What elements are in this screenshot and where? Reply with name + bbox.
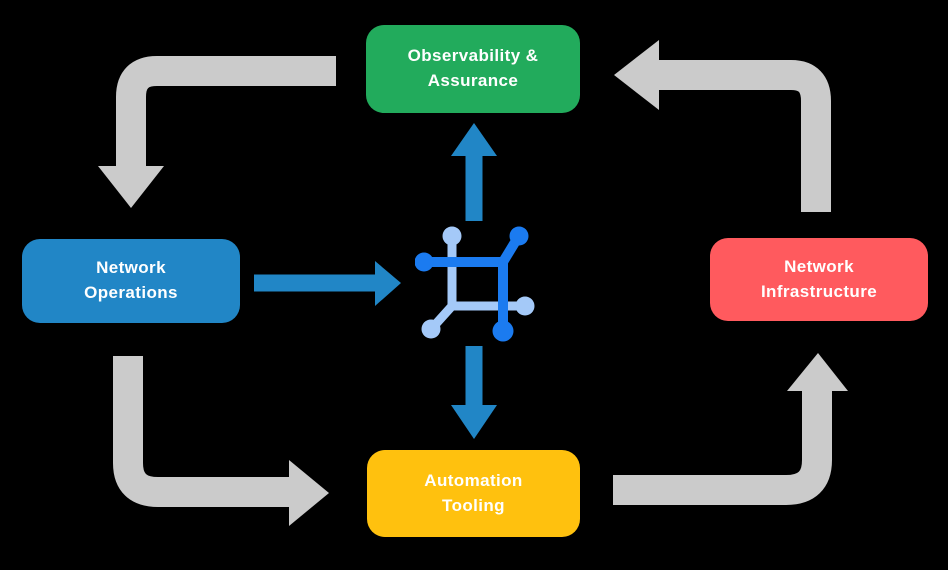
node-label: Observability & Assurance [407,46,539,90]
arrow-observability-to-operations [98,56,336,208]
network-mesh-icon-light [421,226,535,339]
network-mesh-icon-dark [415,226,529,342]
arrow-shaft [613,391,832,505]
network-mesh-icon [415,226,535,342]
arrow-head [98,166,164,208]
node-label: Network Infrastructure [760,256,878,301]
node-network-infrastructure: Network Infrastructure [710,238,928,321]
node-label: Automation Tooling [424,470,523,515]
node-network-operations: Network Operations [22,239,240,323]
node-automation-tooling: Automation Tooling [367,450,580,537]
arrow-tooling-to-infrastructure [613,353,848,505]
node-label: Network Operations [84,258,178,302]
arrow-shaft [113,356,289,507]
arrow-head [451,405,497,439]
arrow-head [614,40,659,110]
arrow-head [787,353,848,391]
arrow-head [375,261,401,306]
node-observability-assurance: Observability & Assurance [366,25,580,113]
arrow-operations-to-center [254,261,401,306]
arrow-center-to-observability [451,123,497,221]
arrow-shaft [116,56,336,167]
arrow-head [451,123,497,156]
arrow-shaft [659,60,831,212]
arrow-operations-to-tooling [113,356,329,526]
arrow-infrastructure-to-observability [614,40,831,212]
arrow-head [289,460,329,526]
arrow-center-to-tooling [451,346,497,439]
